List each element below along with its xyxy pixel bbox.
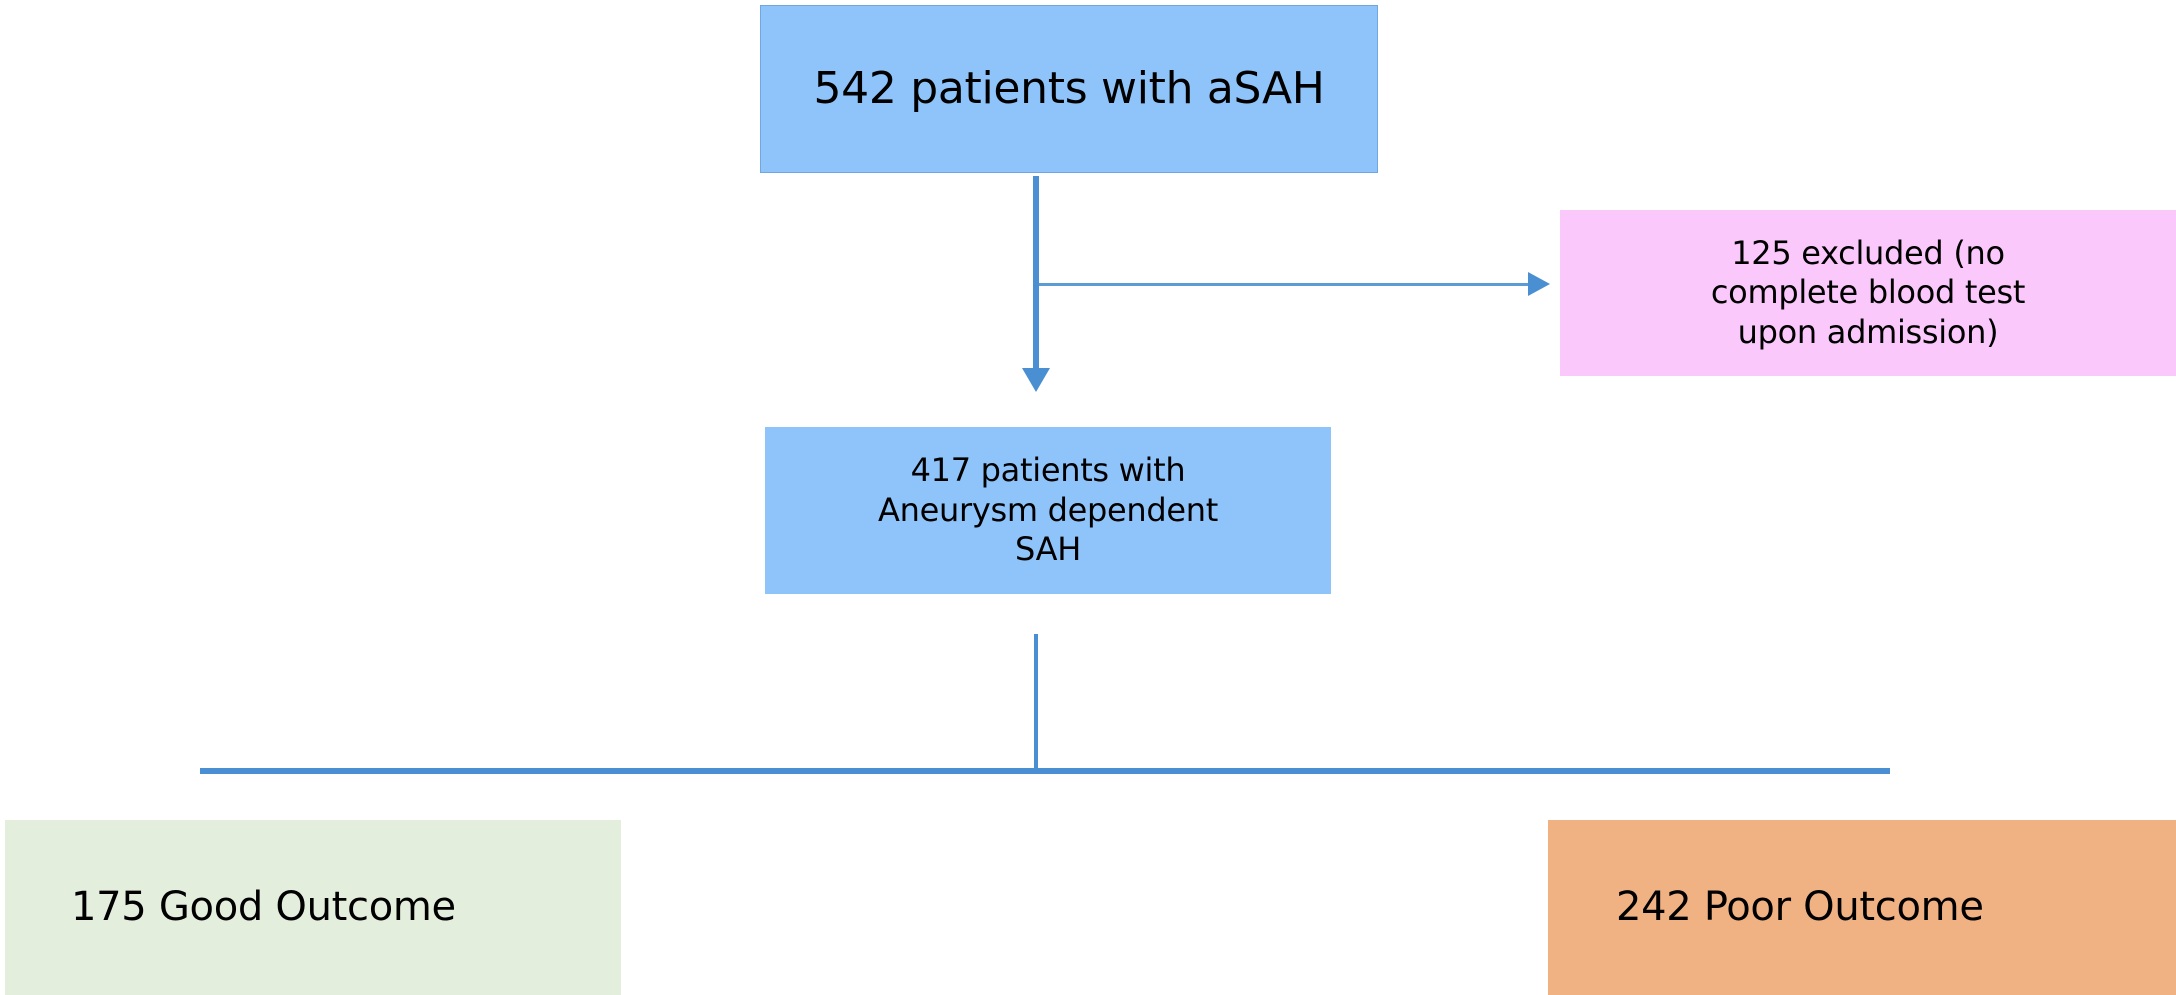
node-included-patients: 417 patients with Aneurysm dependent SAH [765,427,1331,594]
arrow-down-icon [1022,368,1050,392]
node-total-patients: 542 patients with aSAH [760,5,1378,173]
connector-total-to-included-shaft [1033,176,1039,372]
connector-total-to-excluded-shaft [1039,283,1539,286]
node-poor-outcome: 242 Poor Outcome [1548,820,2176,995]
connector-split-stem [1034,634,1038,772]
node-excluded-patients: 125 excluded (no complete blood test upo… [1560,210,2176,376]
node-good-outcome: 175 Good Outcome [5,820,621,995]
arrow-right-icon [1528,272,1550,296]
connector-split-bar [200,768,1890,774]
